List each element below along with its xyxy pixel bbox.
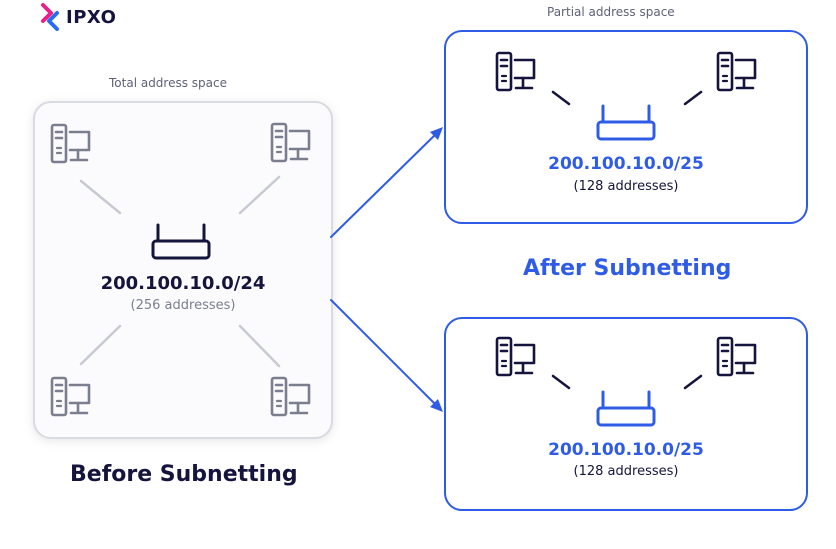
before-address-count: (256 addresses): [130, 298, 236, 313]
total-address-space-caption: Total address space: [109, 76, 228, 90]
after2-connection-lines: [551, 374, 703, 390]
after1-address-count: (128 addresses): [573, 179, 679, 194]
before-network-address: 200.100.10.0/24: [100, 273, 266, 294]
computer-icon: [495, 336, 536, 377]
router-icon: [596, 390, 656, 427]
after1-connection-lines: [551, 90, 703, 106]
before-connection-lines: [79, 175, 281, 368]
computer-icon: [495, 51, 536, 92]
computer-icon: [50, 376, 91, 417]
before-subnet-box: [33, 101, 333, 439]
arrow-icon: [330, 131, 439, 408]
brand-logo: IPXO: [40, 3, 116, 31]
computer-icon: [50, 123, 91, 164]
after-subnetting-heading: After Subnetting: [523, 256, 732, 281]
logo-icon: [41, 3, 59, 31]
arrow-head-down: [430, 399, 443, 412]
computer-icon: [270, 122, 311, 163]
router-icon: [596, 104, 656, 141]
computer-icon: [716, 336, 757, 377]
after1-network-address: 200.100.10.0/25: [548, 154, 704, 174]
computer-icon: [270, 376, 311, 417]
partial-address-space-caption: Partial address space: [547, 5, 675, 19]
brand-name: IPXO: [66, 6, 117, 28]
before-subnetting-heading: Before Subnetting: [70, 462, 298, 487]
after2-address-count: (128 addresses): [573, 464, 679, 479]
computer-icon: [716, 51, 757, 92]
after2-network-address: 200.100.10.0/25: [548, 440, 704, 460]
router-icon: [151, 223, 211, 260]
arrow-head-up: [430, 127, 443, 140]
after-subnet-box-1: [444, 30, 808, 224]
after-subnet-box-2: [444, 317, 808, 511]
